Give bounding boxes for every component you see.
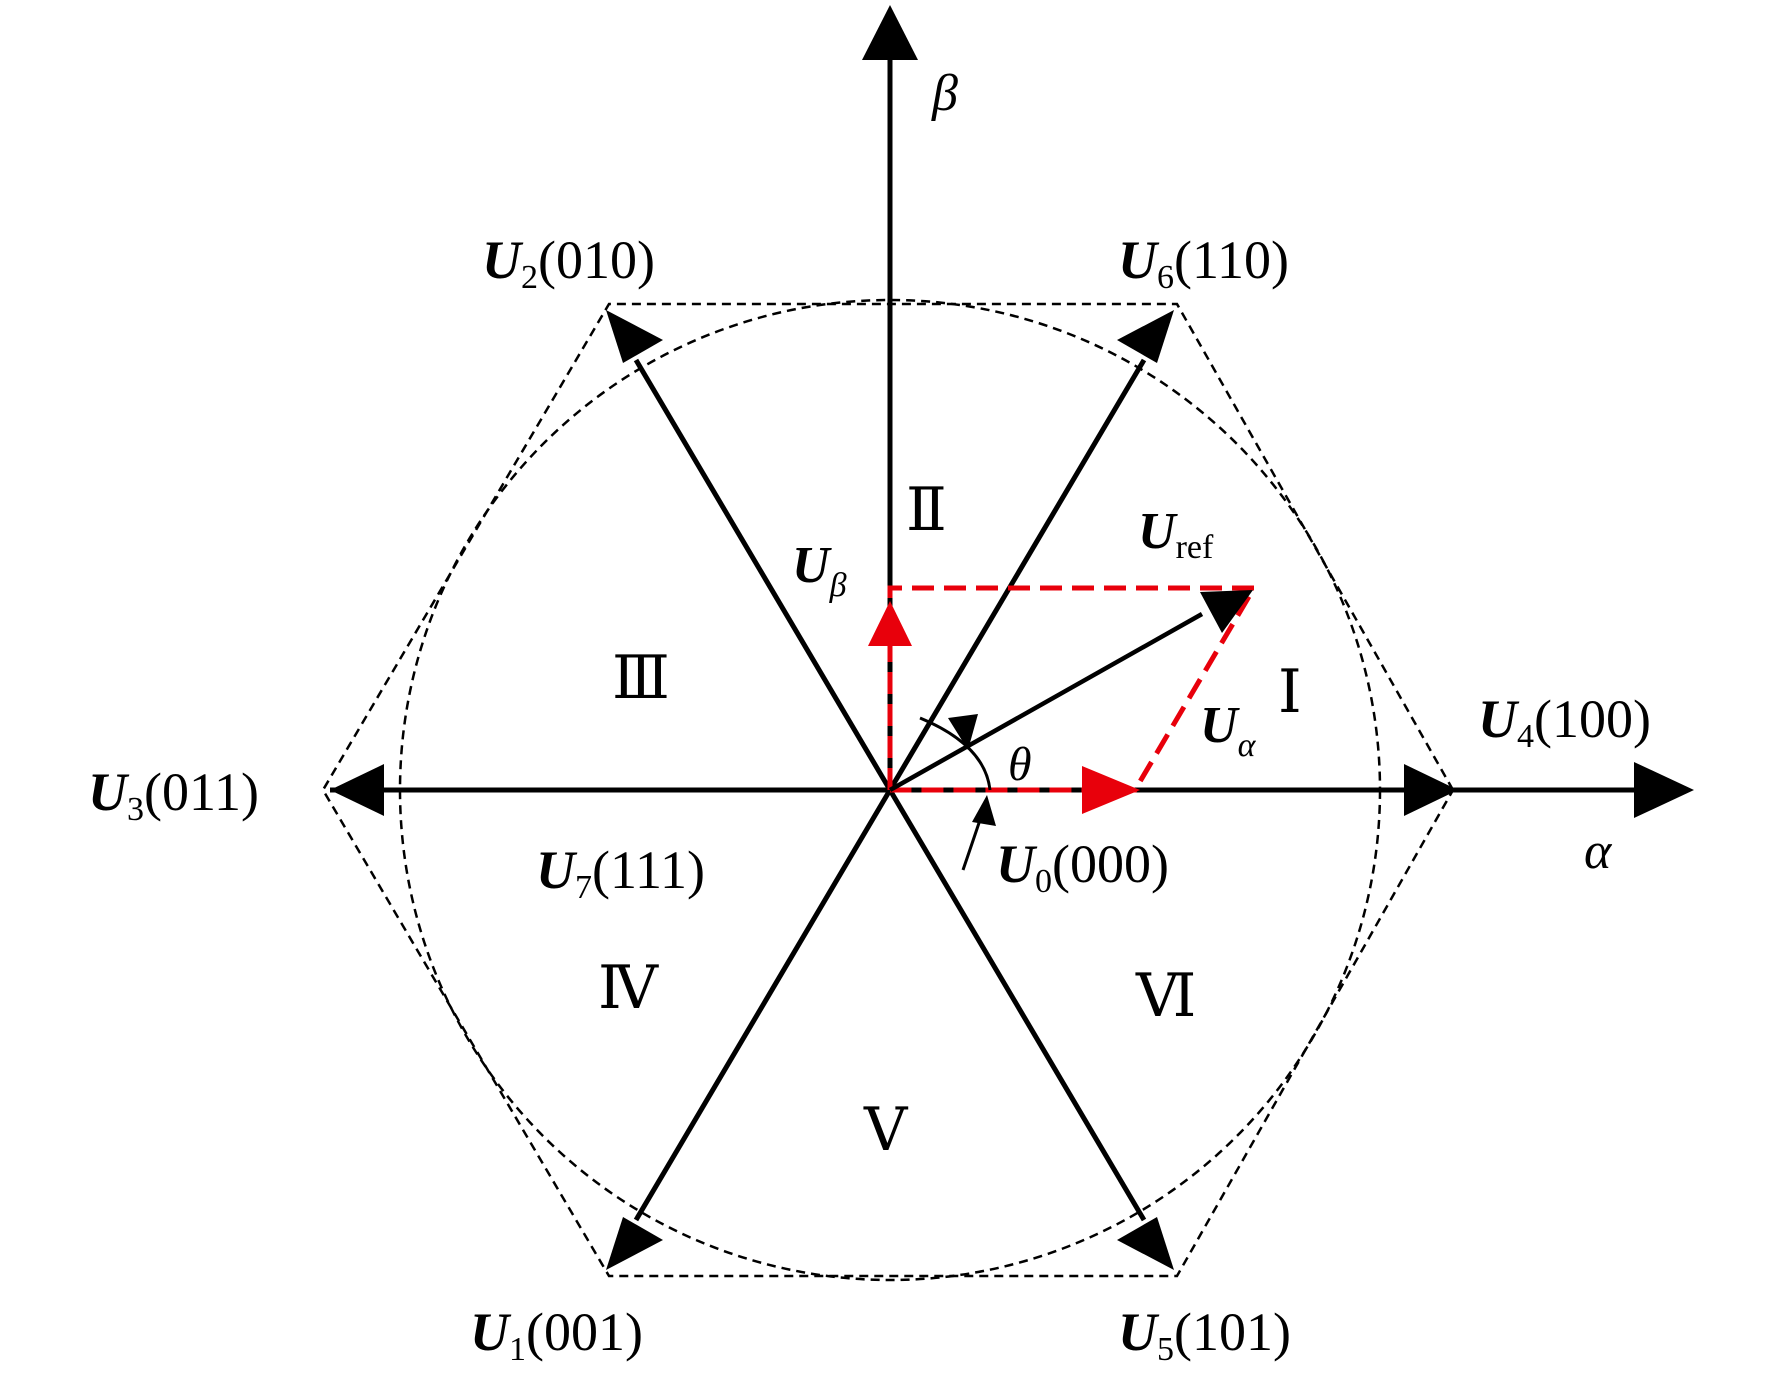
vector-u1-arrowhead [606, 1217, 663, 1270]
label-u2: U2(010) [482, 230, 655, 296]
label-theta: θ [1008, 738, 1032, 791]
vector-u3-arrowhead [330, 764, 384, 816]
label-u7: U7(111) [536, 840, 705, 906]
sector-6-label: Ⅵ [1135, 963, 1196, 1029]
beta-axis-label: β [931, 65, 958, 122]
theta-angle-arc [919, 716, 992, 791]
label-u1: U1(001) [470, 1302, 643, 1368]
u0-pointer-arrowhead [972, 795, 996, 826]
vector-u6-shaft [887, 358, 1147, 792]
label-u3: U3(011) [88, 762, 259, 828]
u-alpha-arrowhead [1082, 766, 1140, 814]
beta-projection-dashed [887, 585, 1259, 793]
alpha-axis-arrowhead [1634, 762, 1694, 818]
label-u-alpha: Uα [1200, 697, 1257, 764]
sector-4-label: Ⅳ [598, 955, 659, 1021]
sector-2-label: Ⅱ [906, 477, 947, 543]
label-u4: U4(100) [1478, 689, 1651, 755]
vector-u4-arrowhead [1404, 764, 1458, 816]
hexagon-outline [321, 302, 1455, 1278]
label-u5: U5(101) [1118, 1302, 1291, 1368]
sector-1-label: Ⅰ [1278, 659, 1302, 725]
vector-u6-arrowhead [1117, 310, 1174, 363]
beta-axis-arrowhead [862, 5, 918, 60]
label-u-beta: Uβ [792, 537, 847, 604]
theta-arc-arrowhead [948, 714, 978, 750]
label-u0: U0(000) [996, 834, 1169, 900]
sector-5-label: Ⅴ [863, 1097, 909, 1163]
vector-u5-arrowhead [1117, 1217, 1174, 1270]
vector-u2-arrowhead [606, 310, 663, 363]
label-u-ref: Uref [1138, 503, 1214, 566]
vector-u2-shaft [633, 358, 893, 792]
u-beta-arrowhead [868, 601, 912, 646]
label-u6: U6(110) [1118, 230, 1289, 296]
alpha-axis-label: α [1584, 823, 1613, 880]
vector-u5-shaft [887, 788, 1147, 1222]
reference-vector-shaft [888, 612, 1204, 792]
sector-3-label: Ⅲ [612, 645, 670, 711]
reference-vector-arrowhead [1200, 590, 1253, 633]
vector-u1-shaft [633, 788, 893, 1222]
